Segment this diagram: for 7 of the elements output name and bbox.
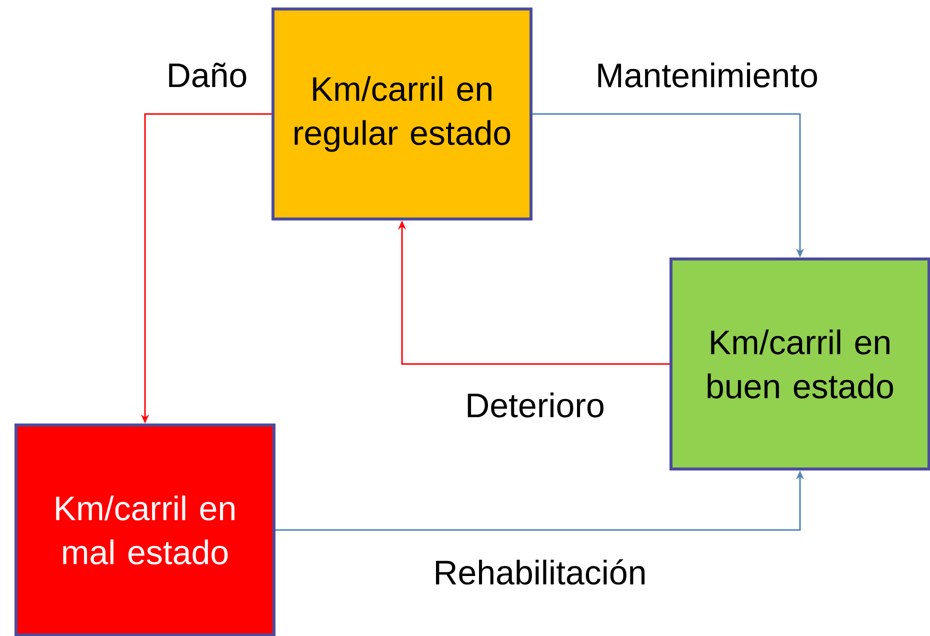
edge-label: Mantenimiento bbox=[598, 62, 818, 88]
edge-label: Deterioro bbox=[468, 392, 604, 418]
state-box: Km/carril en regular estado bbox=[272, 7, 532, 220]
state-box: Km/carril en buen estado bbox=[670, 257, 930, 470]
edge-label: Daño bbox=[169, 62, 246, 88]
edge-label: Rehabilitación bbox=[436, 559, 645, 585]
state-box: Km/carril en mal estado bbox=[14, 423, 276, 636]
